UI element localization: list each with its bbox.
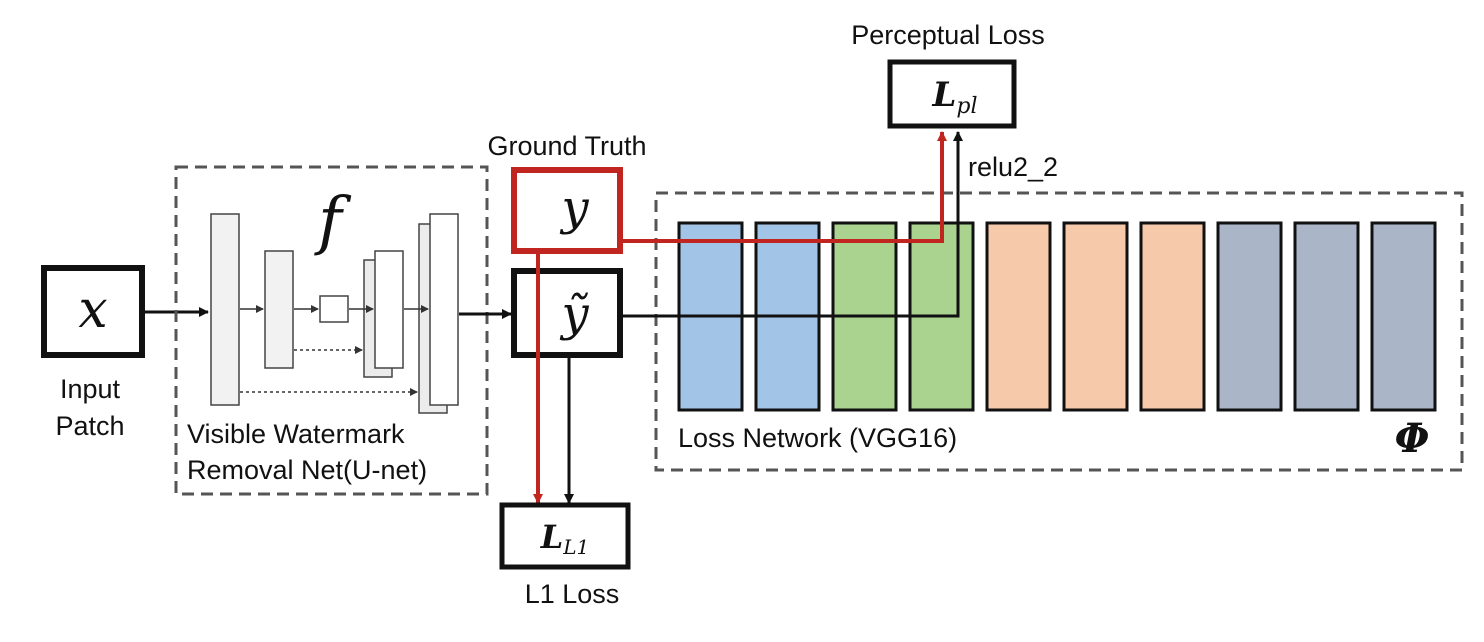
vgg-layer-5 [985,221,1052,412]
perceptual-loss-symbol-sub: pl [956,94,977,119]
ground-truth-box [511,167,623,254]
output-box [511,268,623,358]
unet-block: f Visible Watermark Removal Net(U-net) [174,165,489,496]
l1-loss-symbol-sub: L1 [562,535,589,559]
vgg-layer-6 [1062,221,1129,412]
vgg-layer-7 [1139,221,1206,412]
ground-truth-symbol: y [559,180,589,236]
input-box [41,265,145,358]
output-to-perceptual-path [620,131,963,318]
perceptual-loss-node: Perceptual Loss Lpl relu2_2 [851,20,1058,182]
perceptual-loss-symbol: Lpl [931,75,977,119]
vgg-layer-9 [1293,221,1360,412]
relu-tap-label: relu2_2 [968,152,1058,182]
input-symbol: x [78,280,107,340]
vgg-layer-8 [1216,221,1283,412]
perceptual-loss-box [887,59,1017,129]
unet-label-line2: Removal Net(U-net) [187,455,427,485]
unet-label-line1: Visible Watermark [187,419,405,449]
l1-loss-symbol: LL1 [540,518,590,559]
ground-truth-to-perceptual-path [620,131,947,243]
unet-layer-4 [429,213,459,406]
input-node: x Input Patch [41,265,145,441]
unet-symbol: f [314,184,352,258]
vgg-layer-10 [1370,221,1437,412]
unet-layer-1 [210,213,240,406]
unet-bottleneck [319,295,349,323]
ground-truth-node: Ground Truth y [487,131,647,254]
unet-layer-2 [264,250,294,369]
perceptual-loss-symbol-main: L [931,75,956,115]
loss-network-symbol: Φ [1395,415,1430,462]
l1-loss-box [499,502,631,570]
perceptual-loss-title: Perceptual Loss [851,20,1045,50]
l1-loss-label: L1 Loss [525,579,620,609]
unet-dashed-border [174,165,489,496]
l1-loss-node: LL1 L1 Loss [499,502,631,609]
ground-truth-title: Ground Truth [487,131,646,161]
input-label-line1: Input [60,374,121,404]
l1-loss-symbol-main: L [540,518,564,556]
loss-network-block: Loss Network (VGG16) Φ [654,191,1464,472]
vgg-layers [677,221,1437,412]
unet-layer-3 [374,250,404,369]
input-label-line2: Patch [55,411,124,441]
loss-network-dashed-border [654,191,1464,472]
loss-network-label: Loss Network (VGG16) [678,423,957,453]
output-symbol: ỹ [559,286,589,342]
output-node: ỹ [511,268,623,358]
